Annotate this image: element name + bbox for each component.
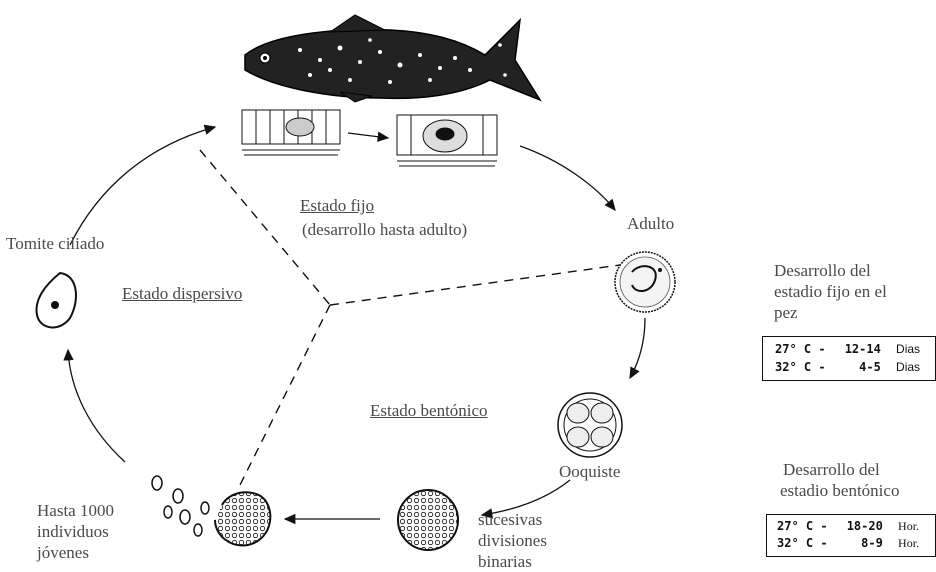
- fish-illustration: [245, 15, 540, 102]
- panel-fijo-title-1: Desarrollo del: [774, 260, 871, 281]
- range-value: 8-9: [835, 536, 883, 550]
- range-value: 18-20: [835, 519, 883, 533]
- label-divisiones-3: binarias: [478, 551, 532, 572]
- panel-fijo-title-3: pez: [774, 302, 798, 323]
- label-divisiones-1: sucesivas: [478, 509, 542, 530]
- label-estado-dispersivo: Estado dispersivo: [122, 283, 242, 304]
- epithelium-trophont-drawing: [397, 115, 497, 166]
- releasing-cyst-drawing: [215, 492, 270, 545]
- panel-bentonico-title-1: Desarrollo del: [783, 459, 880, 480]
- temp-value: 32° C -: [777, 536, 828, 550]
- label-jovenes-2: individuos: [37, 521, 109, 542]
- temp-value: 27° C -: [775, 342, 826, 356]
- young-tomites-drawing: [152, 476, 209, 536]
- label-adulto: Adulto: [627, 213, 674, 234]
- panel-bentonico-row-2: 32° C - 8-9 Hor.: [777, 536, 919, 552]
- range-value: 4-5: [833, 360, 881, 374]
- panel-fijo-row-1: 27° C - 12-14 Dias: [775, 342, 920, 358]
- panel-bentonico-row-1: 27° C - 18-20 Hor.: [777, 519, 919, 535]
- panel-fijo-title-2: estadio fijo en el: [774, 281, 887, 302]
- label-jovenes-1: Hasta 1000: [37, 500, 114, 521]
- label-divisiones-2: divisiones: [478, 530, 547, 551]
- panel-bentonico-table: 27° C - 18-20 Hor. 32° C - 8-9 Hor.: [766, 514, 936, 557]
- cyst-drawing: [558, 393, 622, 457]
- epithelium-infection-drawing: [242, 110, 340, 155]
- unit-value: Hor.: [898, 519, 919, 533]
- range-value: 12-14: [833, 342, 881, 356]
- label-jovenes-3: jóvenes: [37, 542, 89, 563]
- label-estado-fijo: Estado fijo: [300, 195, 374, 216]
- temp-value: 27° C -: [777, 519, 828, 533]
- unit-value: Hor.: [898, 536, 919, 550]
- dividing-cyst-drawing: [398, 490, 458, 550]
- unit-value: Dias: [896, 360, 920, 374]
- panel-fijo-row-2: 32° C - 4-5 Dias: [775, 360, 920, 376]
- temp-value: 32° C -: [775, 360, 826, 374]
- label-estado-bentonico: Estado bentónico: [370, 400, 488, 421]
- stage-dividers: [200, 150, 620, 485]
- label-estado-fijo-sub: (desarrollo hasta adulto): [302, 219, 467, 240]
- adult-trophont-drawing: [615, 252, 675, 312]
- label-tomite: Tomite ciliado: [6, 233, 104, 254]
- unit-value: Dias: [896, 342, 920, 356]
- ciliated-tomite-drawing: [37, 273, 76, 327]
- panel-bentonico-title-2: estadio bentónico: [780, 480, 899, 501]
- panel-fijo-table: 27° C - 12-14 Dias 32° C - 4-5 Dias: [762, 336, 936, 381]
- label-ooquiste: Ooquiste: [559, 461, 620, 482]
